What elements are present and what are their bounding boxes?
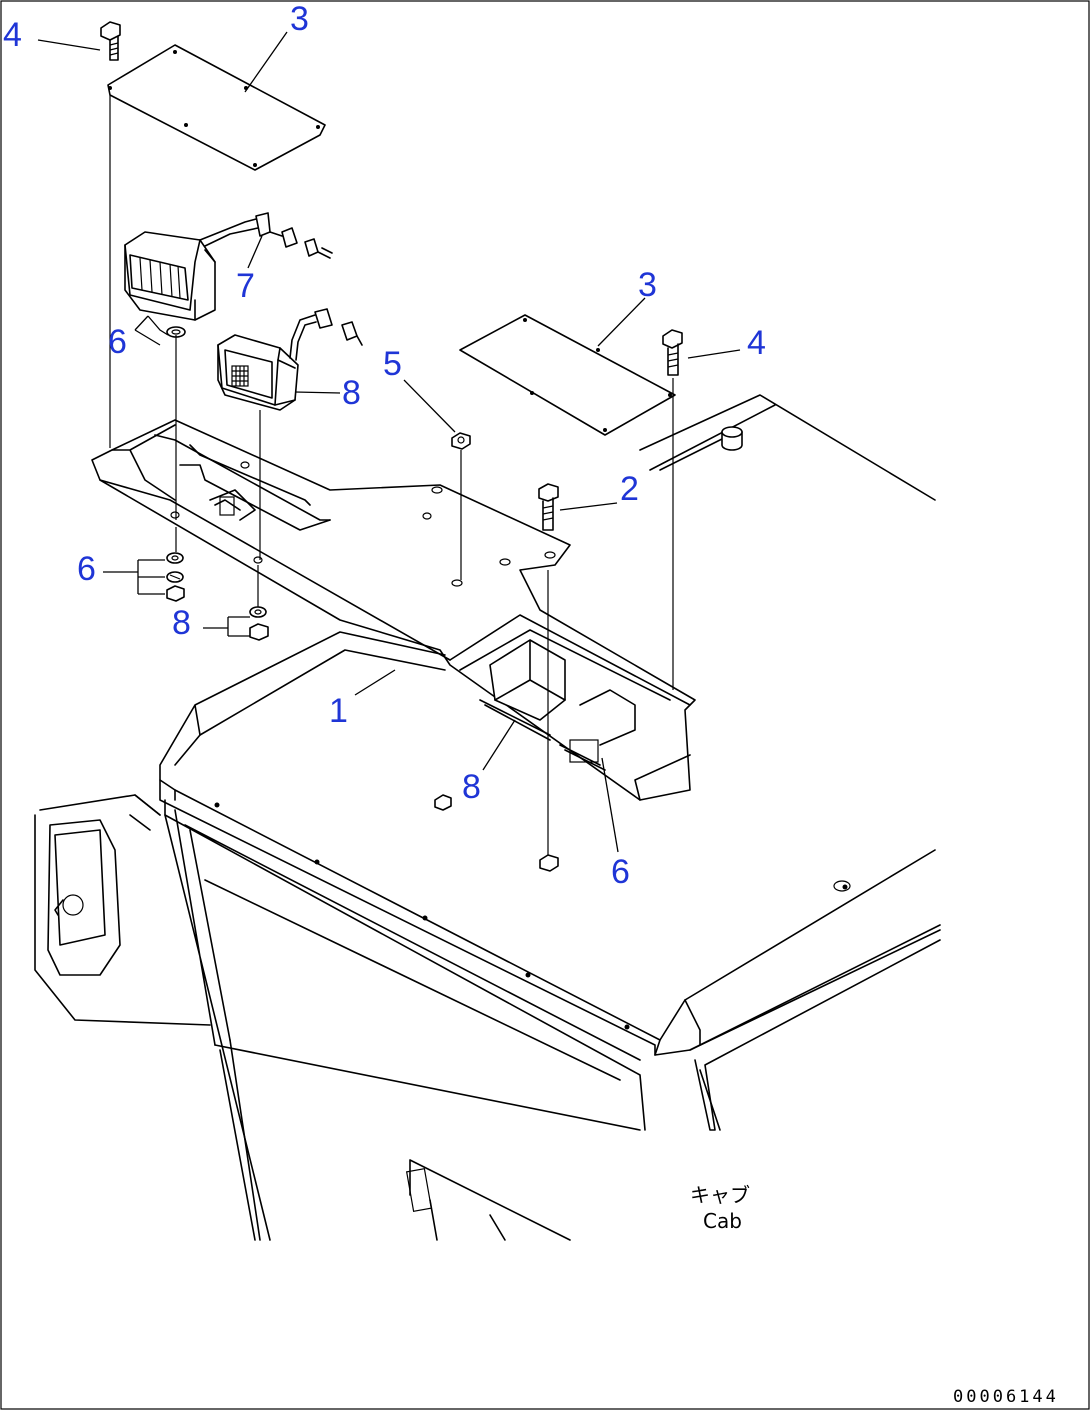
callout-8-work-light: 8 bbox=[342, 374, 361, 412]
callout-8-lower-washer: 8 bbox=[172, 604, 191, 642]
side-mirror bbox=[34, 794, 211, 1026]
cover-plate-left bbox=[107, 44, 326, 171]
callout-6-lower-washer: 6 bbox=[77, 550, 96, 588]
work-light-8 bbox=[217, 308, 363, 411]
work-light-7 bbox=[124, 212, 333, 321]
bolt-4-left bbox=[100, 21, 121, 61]
callout-2-bolt: 2 bbox=[620, 470, 639, 508]
callout-4-right-bolt: 4 bbox=[747, 324, 766, 362]
callout-6-upper-washer: 6 bbox=[108, 323, 127, 361]
cab-body bbox=[159, 394, 941, 1241]
leader-lines bbox=[37, 31, 741, 853]
assembly-lines bbox=[109, 95, 674, 855]
cover-plate-right bbox=[459, 314, 676, 436]
callout-6-installed-light: 6 bbox=[611, 853, 630, 891]
drawing-code: 00006144 bbox=[953, 1387, 1059, 1407]
callout-7-work-light: 7 bbox=[236, 267, 255, 305]
callout-4-left-bolt: 4 bbox=[3, 16, 22, 54]
cab-label-japanese: キャブ bbox=[690, 1183, 750, 1207]
washer-set-8-lower bbox=[249, 606, 269, 641]
nut-5 bbox=[451, 432, 471, 450]
nut-on-roof-left bbox=[434, 794, 452, 811]
bolt-2 bbox=[538, 483, 559, 531]
work-light-installed bbox=[479, 639, 636, 771]
light-mount-bracket bbox=[91, 419, 696, 801]
callout-1-bracket: 1 bbox=[329, 692, 348, 730]
callout-numbers: 4 3 7 6 8 5 3 4 2 6 8 1 8 6 bbox=[3, 0, 766, 891]
callout-3-left-cover: 3 bbox=[290, 0, 309, 38]
washer-set-6-lower bbox=[166, 552, 185, 602]
nut-on-roof-right bbox=[539, 854, 559, 872]
bolt-4-right bbox=[662, 329, 683, 376]
cab-label-english: Cab bbox=[703, 1209, 742, 1233]
callout-8-installed-light: 8 bbox=[462, 768, 481, 806]
callout-5-nut: 5 bbox=[383, 345, 402, 383]
callout-3-right-cover: 3 bbox=[638, 266, 657, 304]
